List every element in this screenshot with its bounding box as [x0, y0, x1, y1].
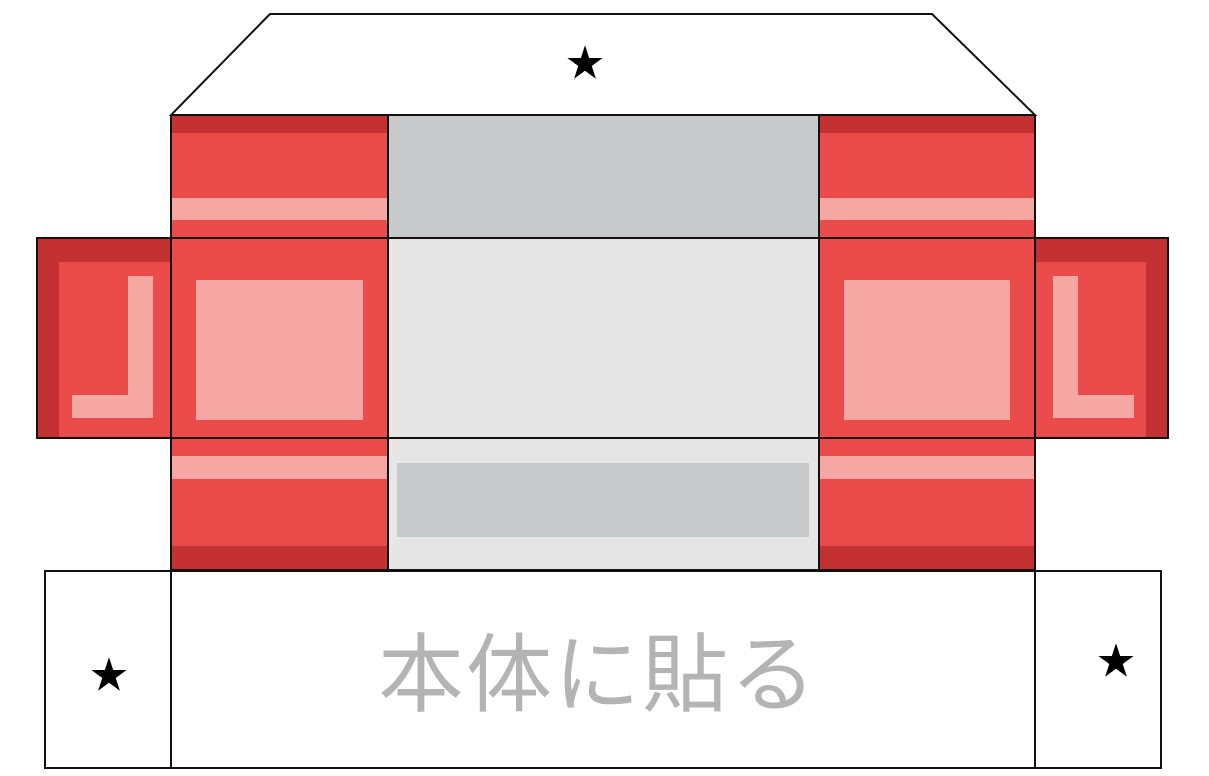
- left-outer-dark-strip-top: [37, 238, 171, 262]
- right-upper-light-strip: [819, 198, 1035, 220]
- right-outer-light-corner: [1053, 276, 1134, 418]
- left-upper-light-strip: [171, 198, 388, 220]
- right-middle-light-panel: [844, 280, 1010, 420]
- left-outer-light-corner: [72, 276, 153, 418]
- paste-instruction-label: 本体に貼る: [378, 626, 818, 726]
- left-outer-dark-strip-left: [37, 238, 59, 438]
- center-middle-gray-panel: [388, 238, 819, 438]
- bottom-right-glue-tab: [1034, 570, 1162, 769]
- right-lower-dark-strip: [819, 546, 1035, 570]
- top-tab-star: ★: [564, 36, 605, 90]
- right-upper-dark-strip: [819, 115, 1035, 133]
- center-bottom-inset: [397, 463, 809, 537]
- center-top-gray-panel: [388, 115, 819, 238]
- right-outer-dark-strip-right: [1146, 238, 1168, 438]
- right-lower-light-strip: [819, 456, 1035, 479]
- bottom-right-star: ★: [1095, 634, 1136, 688]
- right-outer-dark-strip-top: [1035, 238, 1168, 262]
- left-upper-dark-strip: [171, 115, 388, 133]
- left-lower-dark-strip: [171, 546, 388, 570]
- left-middle-light-panel: [196, 280, 363, 420]
- bottom-left-star: ★: [88, 648, 129, 702]
- left-lower-light-strip: [171, 456, 388, 479]
